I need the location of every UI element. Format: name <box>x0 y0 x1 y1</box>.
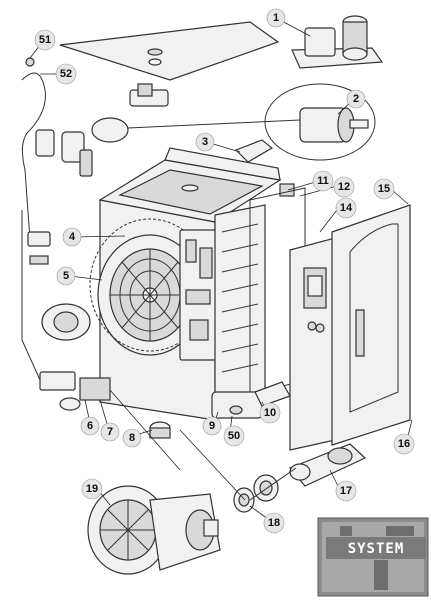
callout-50-label: 50 <box>228 430 240 442</box>
part-19-motor <box>87 485 221 575</box>
callout-7-label: 7 <box>107 426 113 438</box>
callout-19-label: 19 <box>86 483 98 495</box>
part-6-7-8-lower-components <box>39 371 171 439</box>
part-51-52-probe-cable <box>21 57 93 381</box>
callout-51: 51 <box>34 29 56 51</box>
callout-17: 17 <box>335 480 357 502</box>
left-motor <box>41 303 91 341</box>
callout-15-label: 15 <box>378 183 390 195</box>
callout-1-label: 1 <box>273 12 279 24</box>
part-14-door-inner-frame <box>289 237 336 451</box>
system-logo: SYSTEM <box>317 517 429 597</box>
callout-5-label: 5 <box>63 270 69 282</box>
part-1-motor-assembly <box>291 15 384 69</box>
cable-routing-lines <box>109 389 246 501</box>
callout-16-label: 16 <box>398 438 410 450</box>
logo-text: SYSTEM <box>348 541 405 557</box>
callout-18-label: 18 <box>268 517 280 529</box>
callout-9: 9 <box>202 416 222 436</box>
callout-52-label: 52 <box>60 68 72 80</box>
electrical-panel <box>179 229 219 361</box>
part-17-gear-motor <box>249 443 367 501</box>
callout-1: 1 <box>266 8 286 28</box>
callout-18: 18 <box>263 512 285 534</box>
callout-52: 52 <box>55 63 77 85</box>
callout-7: 7 <box>100 422 120 442</box>
callout-12: 12 <box>333 176 355 198</box>
valve-assembly-upper <box>91 117 301 143</box>
callout-11: 11 <box>312 170 334 192</box>
part-18-seal-rings <box>233 474 279 513</box>
callout-6-label: 6 <box>87 420 93 432</box>
callout-16: 16 <box>393 433 415 455</box>
part-3-bracket <box>234 139 274 163</box>
callout-51-label: 51 <box>39 34 51 46</box>
callout-9-label: 9 <box>209 420 215 432</box>
callout-6: 6 <box>80 416 100 436</box>
callout-4-label: 4 <box>69 231 76 243</box>
callout-14: 14 <box>335 197 357 219</box>
part-5-fan-wheel <box>97 234 203 356</box>
part-15-door-outer <box>331 204 411 446</box>
callout-19: 19 <box>81 478 103 500</box>
callout-11-label: 11 <box>317 175 329 187</box>
callout-3: 3 <box>195 132 215 152</box>
callout-17-label: 17 <box>340 485 352 497</box>
part-9-10-50-base <box>211 381 291 419</box>
callout-14-label: 14 <box>340 202 353 214</box>
callout-2-label: 2 <box>353 93 359 105</box>
bracket-top-center <box>129 83 169 107</box>
callout-15: 15 <box>373 178 395 200</box>
callout-4: 4 <box>62 227 82 247</box>
callout-5: 5 <box>56 266 76 286</box>
callout-50: 50 <box>223 425 245 447</box>
callout-10: 10 <box>259 402 281 424</box>
callout-8-label: 8 <box>129 432 135 444</box>
callout-2: 2 <box>346 89 366 109</box>
callout-10-label: 10 <box>264 407 276 419</box>
top-lid-panel <box>59 21 280 81</box>
callout-8: 8 <box>122 428 142 448</box>
callout-12-label: 12 <box>338 181 350 193</box>
callout-3-label: 3 <box>202 136 208 148</box>
